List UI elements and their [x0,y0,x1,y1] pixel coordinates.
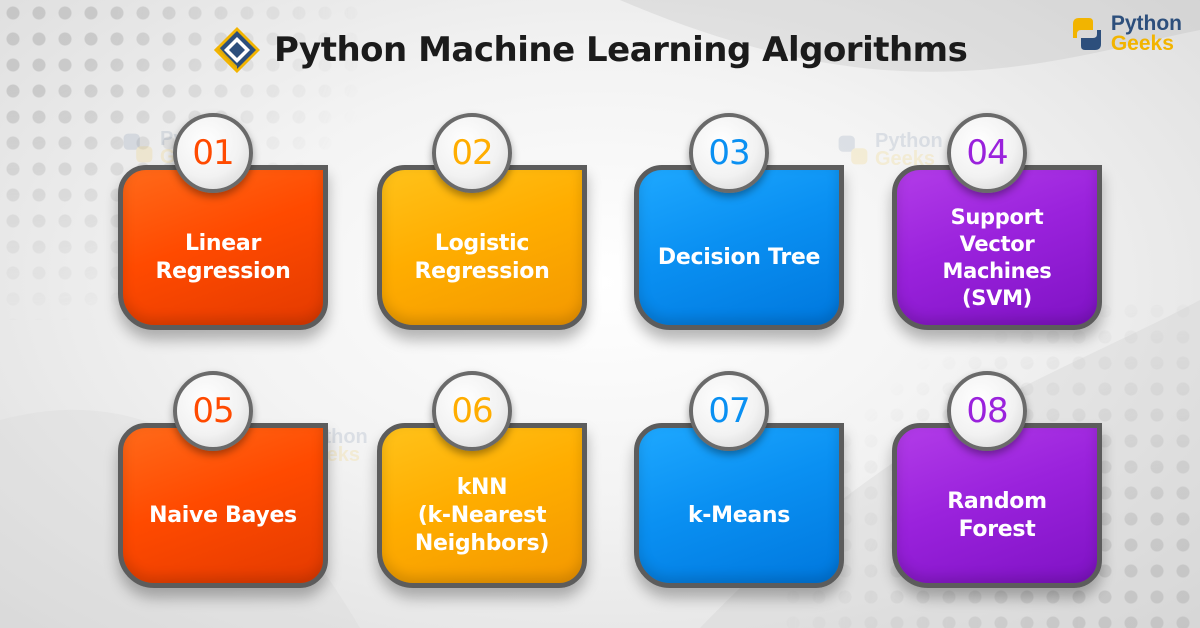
algorithm-card-label: Decision Tree [648,224,830,272]
algorithm-card-label-line: Linear [184,230,262,256]
algorithm-number: 02 [451,133,493,173]
algorithm-number-badge: 05 [173,371,253,451]
algorithm-card: Decision Tree [634,165,844,330]
algorithm-card-label-line: Regression [155,258,291,284]
algorithm-card: Naive Bayes [118,423,328,588]
algorithm-card-label-line: Naive Bayes [149,502,297,528]
algorithm-number-badge: 07 [689,371,769,451]
python-geeks-logo-icon [1072,18,1101,50]
header: Python Machine Learning Algorithms [212,22,968,78]
algorithm-number: 06 [451,391,493,431]
algorithm-card-label: k-Means [678,482,800,530]
algorithm-card-label-line: Neighbors) [414,530,550,556]
page-title: Python Machine Learning Algorithms [274,30,968,70]
algorithm-card-label-line: (SVM) [962,285,1032,310]
python-logo-icon [123,133,153,163]
algorithm-number: 01 [192,133,234,173]
brand-name-line1: Python [1110,12,1182,35]
algorithm-card-label-line: Regression [414,258,550,284]
algorithm-card-label-line: k-Means [687,502,791,528]
algorithm-card-label-line: Machines [942,258,1052,283]
algorithm-number-badge: 04 [947,113,1027,193]
algorithm-number-badge: 01 [173,113,253,193]
algorithm-number-badge: 03 [689,113,769,193]
algorithm-number-badge: 08 [947,371,1027,451]
python-machine-learning-logo-icon [214,27,260,73]
algorithm-card-label-line: Forest [958,516,1036,542]
algorithm-number-badge: 02 [432,113,512,193]
brand-logo: Python Geeks [1067,12,1182,55]
algorithm-card-label-line: Decision Tree [657,244,821,270]
algorithm-card-label-line: Logistic [434,230,530,256]
algorithm-card-label-line: (k-Nearest [417,502,547,528]
python-logo-icon [838,135,868,165]
algorithm-card-label-line: kNN [456,474,508,500]
algorithm-card-label-line: Random [947,488,1047,514]
brand-name-line2: Geeks [1110,32,1174,55]
algorithm-card-label-line: Vector [959,231,1035,256]
algorithm-number: 05 [192,391,234,431]
algorithm-card-label: Naive Bayes [139,482,307,530]
algorithm-card-label-line: Support [950,204,1044,229]
algorithm-number: 03 [708,133,750,173]
algorithm-number: 04 [966,133,1008,173]
algorithm-number: 08 [966,391,1008,431]
algorithm-number: 07 [708,391,750,431]
algorithm-number-badge: 06 [432,371,512,451]
algorithm-card: k-Means [634,423,844,588]
